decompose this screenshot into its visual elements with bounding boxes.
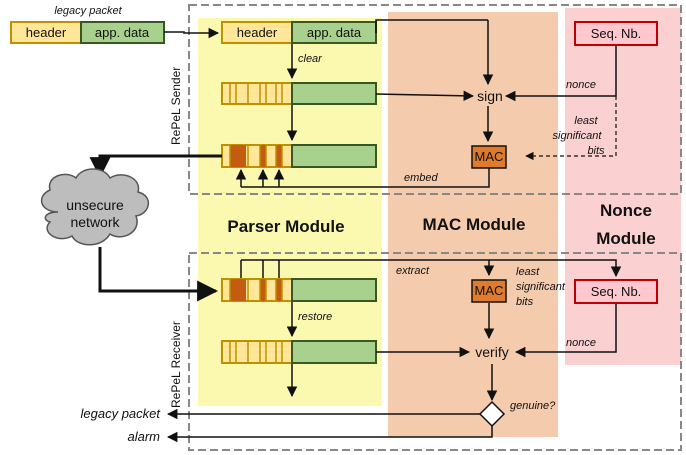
unsecure-network-cloud: unsecure network: [40, 168, 149, 246]
sender-group-border: [188, 4, 682, 195]
mac-label-sender: MAC: [475, 149, 504, 164]
seq-nb-sender: Seq. Nb.: [574, 21, 658, 46]
clear-label: clear: [298, 53, 323, 65]
header-label: header: [26, 25, 67, 40]
restore-label: restore: [298, 311, 332, 323]
receiver-packet-embedded: [221, 278, 377, 302]
alarm-output-arrow: [166, 426, 493, 443]
mac-box-receiver: MAC: [471, 279, 507, 303]
to-sign-arrow: [375, 90, 475, 102]
embed-line: [241, 168, 490, 188]
to-receiver-arrow: [98, 247, 219, 302]
sender-packet-embedded: [221, 144, 377, 168]
mac-label-receiver: MAC: [475, 283, 504, 298]
lsb-arrow-sender: [525, 96, 617, 161]
mac-module-zone: [388, 12, 558, 437]
network-label-1: unsecure: [66, 197, 124, 213]
alarm-output-label: alarm: [127, 429, 160, 444]
lsb-label-receiver-1: least: [516, 266, 540, 278]
legacy-packet-input: header app. data: [10, 21, 165, 44]
sign-label: sign: [477, 88, 503, 104]
receiver-group-label: RePeL Receiver: [169, 321, 183, 408]
legacy-packet-output-label: legacy packet: [81, 406, 162, 421]
lsb-label-sender-1: least: [574, 115, 598, 127]
nonce-module-zone: [565, 8, 681, 365]
extract-label: extract: [396, 265, 430, 277]
verify-label: verify: [475, 344, 508, 360]
app-data-label: app. data: [95, 25, 150, 40]
nonce-label-receiver: nonce: [566, 337, 596, 349]
to-seq-receiver-arrow: [489, 259, 622, 278]
nonce-module-title-2: Module: [596, 229, 656, 248]
embed-label: embed: [404, 172, 439, 184]
nonce-module-title-1: Nonce: [600, 201, 652, 220]
sender-packet-cleared: [221, 82, 377, 105]
mac-box-sender: MAC: [471, 145, 507, 169]
sender-group-label: RePeL Sender: [169, 67, 183, 145]
receiver-group-border: [188, 252, 682, 451]
lsb-label-receiver-2: significant: [516, 281, 566, 293]
lsb-label-sender-3: bits: [587, 145, 605, 157]
genuine-label: genuine?: [510, 400, 556, 412]
seq-nb-label: Seq. Nb.: [591, 26, 642, 41]
parser-module-title: Parser Module: [227, 217, 344, 236]
app-data-label-2: app. data: [307, 25, 362, 40]
nonce-label-sender: nonce: [566, 79, 596, 91]
legacy-packet-title: legacy packet: [54, 5, 122, 17]
header-label-2: header: [237, 25, 278, 40]
mac-module-title: MAC Module: [423, 215, 526, 234]
network-label-2: network: [70, 214, 120, 230]
receiver-packet-restored: [221, 340, 377, 364]
seq-nb-label-receiver: Seq. Nb.: [591, 284, 642, 299]
seq-nb-receiver: Seq. Nb.: [574, 279, 658, 304]
lsb-label-sender-2: significant: [553, 130, 603, 142]
input-arrow: [164, 27, 220, 39]
lsb-label-receiver-3: bits: [516, 296, 534, 308]
sender-packet-clear: header app. data: [221, 21, 377, 44]
nonce-arrow-receiver: [514, 304, 617, 358]
